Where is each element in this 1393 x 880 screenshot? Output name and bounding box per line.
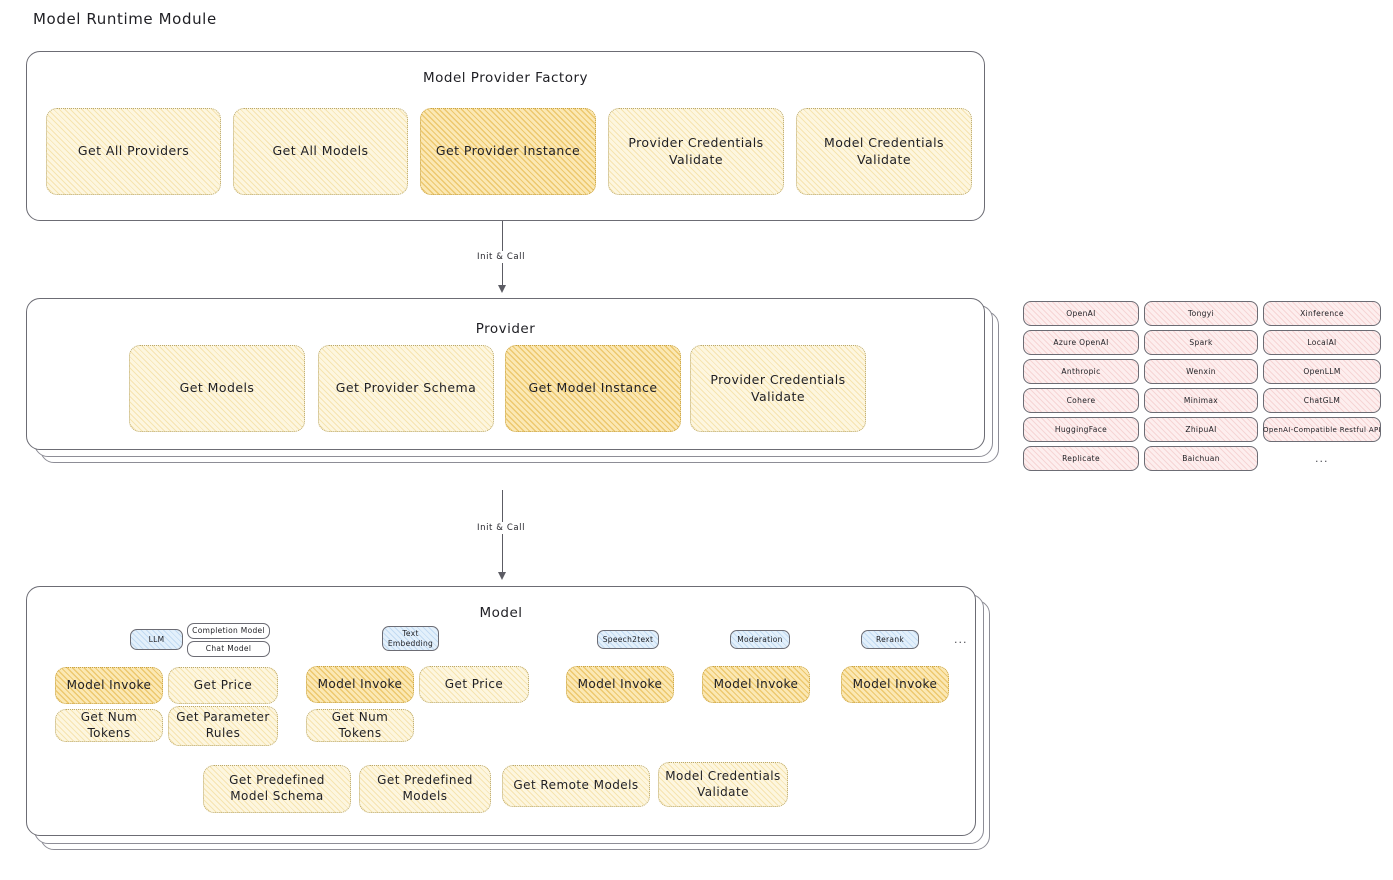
provider-pill-xinference[interactable]: Xinference — [1263, 301, 1381, 326]
chip-speech2text-model-invoke[interactable]: Model Invoke — [566, 666, 674, 703]
chip-llm-get-price[interactable]: Get Price — [168, 667, 278, 704]
provider-pill-azure-openai[interactable]: Azure OpenAI — [1023, 330, 1139, 355]
panel-title-provider: Provider — [475, 321, 536, 337]
badge-moderation[interactable]: Moderation — [730, 630, 790, 649]
chip-llm-get-num-tokens[interactable]: Get Num Tokens — [55, 709, 163, 742]
chip-get-model-instance[interactable]: Get Model Instance — [505, 345, 681, 432]
provider-pill-baichuan[interactable]: Baichuan — [1144, 446, 1258, 471]
chip-get-provider-instance[interactable]: Get Provider Instance — [420, 108, 596, 195]
chip-provider-credentials-validate[interactable]: Provider Credentials Validate — [608, 108, 784, 195]
badge-completion-model[interactable]: Completion Model — [187, 623, 270, 639]
provider-pill-huggingface[interactable]: HuggingFace — [1023, 417, 1139, 442]
page-title: Model Runtime Module — [33, 10, 217, 28]
chip-get-all-providers[interactable]: Get All Providers — [46, 108, 221, 195]
chip-get-predefined-model-schema[interactable]: Get Predefined Model Schema — [203, 765, 351, 813]
badge-rerank[interactable]: Rerank — [861, 630, 919, 649]
provider-pill-openai-compatible-restful-api[interactable]: OpenAI-Compatible Restful API — [1263, 417, 1381, 442]
panel-title-model: Model — [479, 605, 523, 621]
provider-pill-spark[interactable]: Spark — [1144, 330, 1258, 355]
panel-model-provider-factory: Model Provider Factory Get All Providers… — [26, 51, 985, 221]
panel-title-model-provider-factory: Model Provider Factory — [422, 70, 588, 86]
chip-get-models[interactable]: Get Models — [129, 345, 305, 432]
chip-llm-model-invoke[interactable]: Model Invoke — [55, 667, 163, 704]
provider-pill-openai[interactable]: OpenAI — [1023, 301, 1139, 326]
provider-pill-replicate[interactable]: Replicate — [1023, 446, 1139, 471]
chip-text-embedding-model-invoke[interactable]: Model Invoke — [306, 666, 414, 703]
model-groups-more-ellipsis: ... — [954, 633, 968, 646]
chip-rerank-model-invoke[interactable]: Model Invoke — [841, 666, 949, 703]
provider-pill-zhipuai[interactable]: ZhipuAI — [1144, 417, 1258, 442]
provider-pill-wenxin[interactable]: Wenxin — [1144, 359, 1258, 384]
badge-speech2text[interactable]: Speech2text — [597, 630, 659, 649]
provider-pill-chatglm[interactable]: ChatGLM — [1263, 388, 1381, 413]
provider-pill-cohere[interactable]: Cohere — [1023, 388, 1139, 413]
chip-text-embedding-get-price[interactable]: Get Price — [419, 666, 529, 703]
chip-llm-get-parameter-rules[interactable]: Get Parameter Rules — [168, 706, 278, 746]
chip-get-predefined-models[interactable]: Get Predefined Models — [359, 765, 491, 813]
provider-pill-anthropic[interactable]: Anthropic — [1023, 359, 1139, 384]
arrow-label-init-and-call-2: Init & Call — [473, 522, 530, 534]
provider-pill-openllm[interactable]: OpenLLM — [1263, 359, 1381, 384]
panel-provider: Provider Get Models Get Provider Schema … — [26, 298, 985, 450]
provider-pill-minimax[interactable]: Minimax — [1144, 388, 1258, 413]
chip-model-credentials-validate-2[interactable]: Model Credentials Validate — [658, 762, 788, 807]
provider-pill-localai[interactable]: LocalAI — [1263, 330, 1381, 355]
chip-text-embedding-get-num-tokens[interactable]: Get Num Tokens — [306, 709, 414, 742]
provider-list: OpenAI Azure OpenAI Anthropic Cohere Hug… — [1023, 300, 1383, 480]
chip-get-remote-models[interactable]: Get Remote Models — [502, 765, 650, 807]
chip-provider-credentials-validate-2[interactable]: Provider Credentials Validate — [690, 345, 866, 432]
arrow-head-provider-to-model — [498, 572, 506, 580]
provider-list-more-ellipsis: ... — [1315, 452, 1329, 465]
panel-model: Model LLM Completion Model Chat Model Mo… — [26, 586, 976, 836]
badge-text-embedding[interactable]: Text Embedding — [382, 626, 439, 651]
chip-get-all-models[interactable]: Get All Models — [233, 108, 408, 195]
badge-llm[interactable]: LLM — [130, 629, 183, 650]
badge-chat-model[interactable]: Chat Model — [187, 641, 270, 657]
arrow-label-init-and-call-1: Init & Call — [473, 251, 530, 263]
provider-pill-tongyi[interactable]: Tongyi — [1144, 301, 1258, 326]
chip-moderation-model-invoke[interactable]: Model Invoke — [702, 666, 810, 703]
chip-model-credentials-validate[interactable]: Model Credentials Validate — [796, 108, 972, 195]
chip-get-provider-schema[interactable]: Get Provider Schema — [318, 345, 494, 432]
arrow-head-factory-to-provider — [498, 285, 506, 293]
